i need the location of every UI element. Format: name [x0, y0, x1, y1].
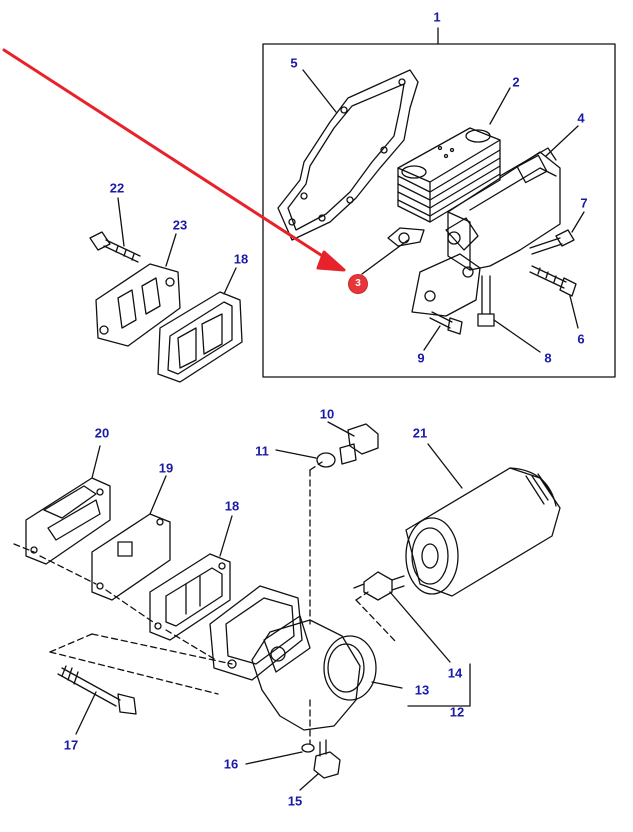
- leader-22: [117, 197, 125, 247]
- o-ring-part-3: [387, 227, 425, 247]
- bracket-12: [407, 663, 471, 707]
- seal-ring-part-11: [316, 452, 336, 468]
- leader-3: [361, 239, 409, 275]
- assembly-path-lines: [13, 461, 397, 745]
- label-part-8: 8: [544, 350, 552, 366]
- leader-7: [571, 211, 585, 233]
- sensor-part-14: [353, 571, 405, 601]
- cooler-housing-part-4: [411, 147, 561, 317]
- label-part-4: 4: [577, 110, 585, 126]
- label-part-21: 21: [412, 425, 428, 441]
- label-part-14: 14: [447, 665, 463, 681]
- label-part-18-lower: 18: [224, 498, 240, 514]
- leader-18-upper: [223, 267, 237, 295]
- label-part-1: 1: [433, 9, 441, 25]
- leader-14: [389, 591, 451, 663]
- leader-4: [545, 125, 579, 157]
- leader-10: [327, 421, 355, 437]
- label-part-18-upper: 18: [233, 251, 249, 267]
- cover-plate-part-23: [95, 263, 181, 347]
- leader-20: [91, 445, 101, 479]
- label-part-7: 7: [580, 195, 588, 211]
- leader-21: [427, 443, 463, 489]
- label-part-17: 17: [63, 737, 79, 753]
- drain-plug-part-15: [313, 739, 341, 779]
- leader-15: [299, 773, 319, 791]
- label-part-16: 16: [223, 756, 239, 772]
- label-part-23: 23: [172, 217, 188, 233]
- leader-13: [371, 681, 403, 689]
- label-part-22: 22: [109, 180, 125, 196]
- label-part-19: 19: [158, 460, 174, 476]
- leader-19: [149, 475, 167, 515]
- washer-part-16: [301, 743, 315, 753]
- leader-16: [245, 751, 303, 765]
- leader-18-lower: [219, 515, 233, 557]
- leader-17: [75, 691, 97, 735]
- leader-6: [569, 295, 579, 329]
- label-part-11: 11: [255, 443, 269, 459]
- leader-11: [275, 449, 317, 459]
- leader-9: [423, 325, 441, 351]
- leader-8: [493, 319, 541, 353]
- label-part-20: 20: [94, 425, 110, 441]
- label-part-13: 13: [414, 682, 430, 698]
- label-part-2: 2: [512, 74, 520, 90]
- filter-head-part-13: [209, 585, 377, 731]
- bolt-part-8: [477, 275, 495, 327]
- label-part-6: 6: [577, 331, 585, 347]
- assembly-1-frame: [262, 43, 616, 378]
- label-part-5: 5: [290, 55, 298, 71]
- label-part-15: 15: [287, 793, 303, 809]
- label-part-12: 12: [449, 704, 465, 720]
- callout-part-3[interactable]: 3: [349, 275, 367, 293]
- leader-2: [489, 87, 511, 125]
- highlight-arrow: [2, 48, 346, 272]
- gasket-part-5: [277, 69, 419, 241]
- bolt-part-22: [89, 231, 141, 263]
- leader-23: [165, 233, 177, 267]
- gasket-part-20: [25, 477, 111, 565]
- bolt-part-9: [429, 311, 463, 335]
- gasket-part-18-lower: [149, 553, 231, 641]
- oil-filter-part-21: [405, 467, 561, 597]
- plug-part-10: [339, 423, 379, 465]
- oil-cooler-part-2: [397, 127, 501, 223]
- label-part-10: 10: [319, 406, 335, 422]
- gasket-part-18-upper: [157, 291, 243, 383]
- bolt-part-7: [529, 229, 575, 255]
- label-part-9: 9: [417, 350, 425, 366]
- bolt-part-17: [57, 665, 137, 715]
- leader-5: [302, 69, 337, 113]
- bolt-part-6: [529, 265, 577, 297]
